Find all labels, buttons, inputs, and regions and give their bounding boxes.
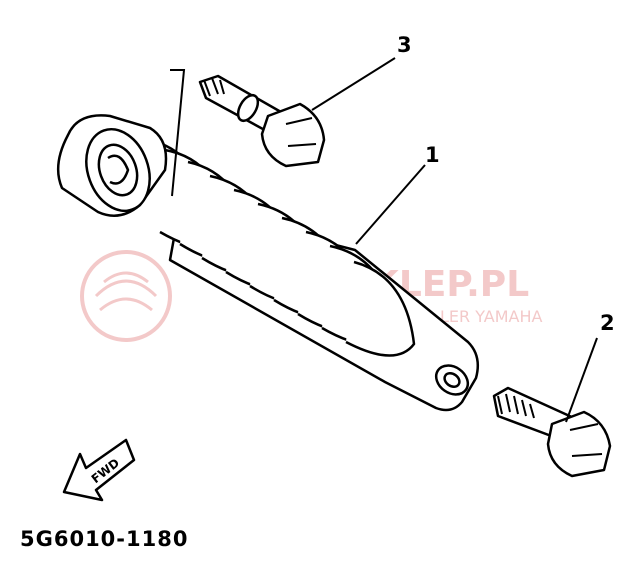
fwd-arrow-icon: FWD <box>62 438 136 502</box>
upper-mounting-bolt <box>198 74 326 168</box>
leader-line-1 <box>355 164 426 245</box>
rear-shock-absorber <box>56 114 479 412</box>
callout-3: 3 <box>397 33 412 57</box>
leader-line-seat <box>170 69 186 197</box>
leader-lines <box>170 57 598 423</box>
callout-1: 1 <box>425 143 440 167</box>
part-number: 5G6010-1180 <box>20 527 189 551</box>
watermark-subtitle: LER YAMAHA <box>440 307 542 326</box>
callout-2: 2 <box>600 311 615 335</box>
leader-line-3 <box>311 57 396 111</box>
leader-line-2 <box>565 337 598 423</box>
watermark-logo-icon <box>80 250 172 342</box>
lower-mounting-bolt <box>492 386 612 478</box>
